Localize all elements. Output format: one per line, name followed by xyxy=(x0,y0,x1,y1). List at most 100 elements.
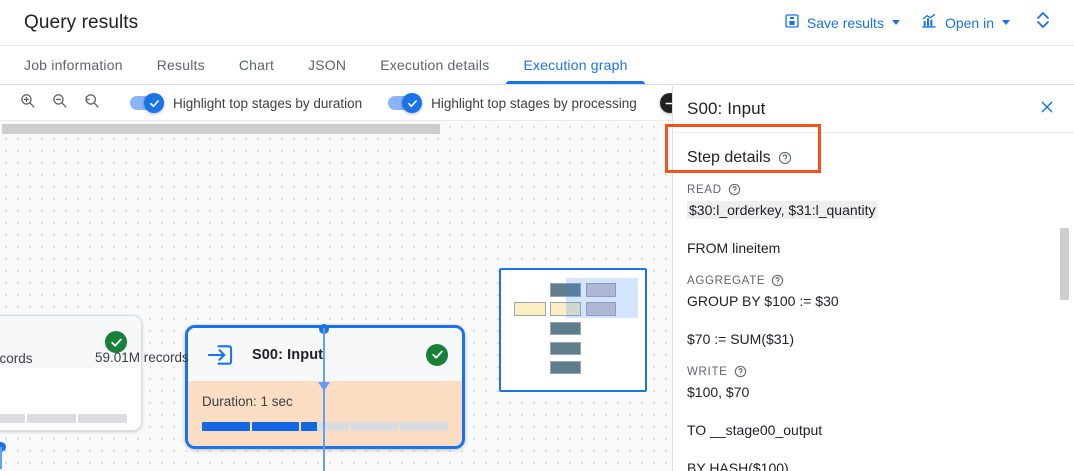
minimap-node xyxy=(586,302,616,316)
edge-arrow-icon xyxy=(318,382,330,391)
zoom-controls xyxy=(0,90,104,116)
graph-toolbar: Highlight top stages by duration Highlig… xyxy=(0,86,672,121)
expand-collapse-chevrons-icon xyxy=(1036,10,1050,35)
toggle-third[interactable] xyxy=(659,93,672,113)
toggle-knob xyxy=(659,93,672,113)
expand-collapse-button[interactable] xyxy=(1020,4,1062,41)
step-details-panel: S00: Input Step details xyxy=(672,86,1074,471)
tab-chart[interactable]: Chart xyxy=(238,57,275,73)
edge-connector-dot xyxy=(0,442,6,452)
zoom-out-icon xyxy=(51,92,68,114)
graph-node-partial-top-left[interactable] xyxy=(0,315,142,431)
node-body xyxy=(0,368,141,430)
detail-line: BY HASH($100) xyxy=(687,460,789,471)
section-label-read: READ xyxy=(687,183,1060,196)
section-label-write: WRITE xyxy=(687,365,1060,378)
save-disk-icon xyxy=(784,13,800,32)
input-arrow-icon xyxy=(204,340,234,370)
tab-json[interactable]: JSON xyxy=(308,57,347,73)
edge-line xyxy=(323,328,325,471)
page-title: Query results xyxy=(24,11,139,33)
edge-label-records: 59.01M records xyxy=(95,350,189,365)
graph-horizontal-scrollbar[interactable] xyxy=(2,124,440,134)
progress-segment xyxy=(251,422,300,431)
zoom-in-button[interactable] xyxy=(14,90,40,116)
progress-segment xyxy=(26,414,76,423)
tab-bar: Job information Results Chart JSON Execu… xyxy=(0,46,1074,85)
minimap-node xyxy=(550,342,581,355)
toggle-knob xyxy=(144,93,164,113)
zoom-reset-button[interactable] xyxy=(78,90,104,116)
check-circle-icon xyxy=(105,331,127,353)
panel-divider xyxy=(673,132,1074,133)
page-header: Query results Save results xyxy=(0,0,1074,46)
section-title: AGGREGATE xyxy=(687,274,766,287)
toggle-highlight-duration[interactable]: Highlight top stages by duration xyxy=(130,93,363,113)
section-title: READ xyxy=(687,183,722,196)
progress-segment xyxy=(77,414,128,423)
detail-line: $30:l_orderkey, $31:l_quantity xyxy=(687,200,1060,220)
detail-line: GROUP BY $100 := $30 xyxy=(687,293,839,309)
toggle-label-duration: Highlight top stages by duration xyxy=(173,95,363,111)
node-progress-bar xyxy=(202,422,448,431)
header-actions: Save results Open in xyxy=(774,4,1074,41)
node-header: S00: Input xyxy=(188,328,462,381)
graph-minimap[interactable] xyxy=(499,268,647,392)
open-in-button[interactable]: Open in xyxy=(910,7,1020,38)
zoom-in-icon xyxy=(19,92,36,114)
minimap-node xyxy=(586,283,616,297)
section-title: WRITE xyxy=(687,365,728,378)
minimap-node xyxy=(514,302,546,316)
panel-header: S00: Input xyxy=(673,86,1074,132)
edge-label-partial: ecords xyxy=(0,351,33,366)
zoom-reset-icon xyxy=(83,92,100,114)
progress-segment xyxy=(400,422,448,431)
help-circle-icon[interactable] xyxy=(734,365,747,378)
check-circle-icon xyxy=(426,343,448,366)
help-circle-icon[interactable] xyxy=(728,183,741,196)
toggle-switch-duration[interactable] xyxy=(130,93,164,113)
detail-line: TO __stage00_output xyxy=(687,422,823,438)
toggle-switch-third[interactable] xyxy=(659,93,672,113)
chevron-down-icon xyxy=(891,20,900,25)
panel-body: Step details READ xyxy=(673,133,1074,471)
panel-vertical-scrollbar[interactable] xyxy=(1060,228,1069,300)
execution-graph-canvas[interactable]: ecords xyxy=(0,121,672,471)
close-icon xyxy=(1039,99,1055,120)
minimap-node xyxy=(550,361,581,374)
minimap-node xyxy=(550,322,581,335)
open-in-label: Open in xyxy=(944,14,994,31)
detail-line: FROM lineitem xyxy=(687,240,781,256)
node-header xyxy=(0,316,141,368)
detail-line: $100, $70 xyxy=(687,384,750,400)
toggle-highlight-processing[interactable]: Highlight top stages by processing xyxy=(388,93,637,113)
detail-token: $30:l_orderkey, $31:l_quantity xyxy=(687,201,878,219)
node-progress-bar xyxy=(0,414,128,423)
minimap-node xyxy=(550,302,581,316)
progress-segment xyxy=(350,422,399,431)
zoom-out-button[interactable] xyxy=(46,90,72,116)
step-details-label: Step details xyxy=(687,149,771,166)
toggle-knob xyxy=(402,93,423,113)
progress-segment xyxy=(202,422,250,431)
edge-line xyxy=(0,447,2,469)
tab-execution-details[interactable]: Execution details xyxy=(380,57,490,73)
minimap-node xyxy=(550,283,581,297)
save-results-label: Save results xyxy=(806,14,884,31)
detail-line: $70 := SUM($31) xyxy=(687,331,794,347)
toggle-switch-processing[interactable] xyxy=(388,93,423,113)
help-circle-icon[interactable] xyxy=(771,274,784,287)
minimap-viewport[interactable] xyxy=(566,278,638,318)
section-label-aggregate: AGGREGATE xyxy=(687,274,1060,287)
node-duration-label: Duration: 1 sec xyxy=(202,394,293,409)
tab-job-information[interactable]: Job information xyxy=(24,57,123,73)
save-results-button[interactable]: Save results xyxy=(774,7,910,38)
help-circle-icon[interactable] xyxy=(778,151,792,165)
tab-execution-graph[interactable]: Execution graph xyxy=(506,46,645,84)
toggle-label-processing: Highlight top stages by processing xyxy=(431,95,637,111)
chart-bars-icon xyxy=(920,13,938,32)
tab-results[interactable]: Results xyxy=(156,57,205,73)
progress-segment xyxy=(0,414,25,423)
close-button[interactable] xyxy=(1034,96,1060,122)
